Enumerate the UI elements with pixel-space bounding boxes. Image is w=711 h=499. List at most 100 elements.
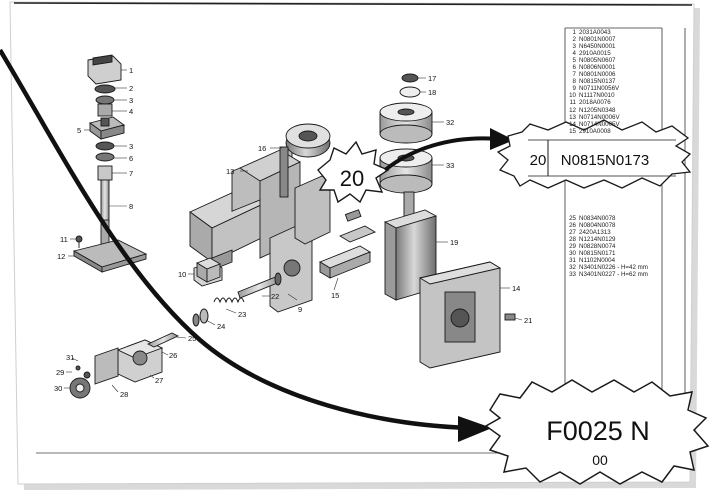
part-code: 2031A0043 bbox=[579, 29, 611, 36]
callout-10: 10 bbox=[178, 270, 186, 279]
part-code: N0834N0078 bbox=[579, 214, 616, 222]
zoom-callout-code: N0815N0173 bbox=[561, 152, 649, 169]
callout-6: 6 bbox=[129, 154, 133, 163]
callout-12: 12 bbox=[57, 252, 65, 261]
badge-number: 20 bbox=[340, 166, 364, 191]
part-code: N0815N0137 bbox=[579, 78, 616, 86]
part-code: N0804N0078 bbox=[579, 221, 616, 229]
callout-24: 24 bbox=[217, 322, 225, 331]
callout-leaders bbox=[64, 69, 523, 393]
callout-32: 32 bbox=[446, 118, 454, 127]
part-code: N0714N0006V bbox=[579, 113, 620, 121]
callout-1: 1 bbox=[129, 66, 133, 75]
part-number: 28 bbox=[569, 235, 576, 243]
part-number: 3 bbox=[572, 43, 576, 51]
part-number: 32 bbox=[569, 264, 576, 272]
part-number: 29 bbox=[569, 242, 576, 250]
part-code: N0801N0006 bbox=[579, 71, 616, 79]
callout-18: 18 bbox=[428, 88, 436, 97]
callout-5: 5 bbox=[77, 126, 81, 135]
drawing-code-line2: 00 bbox=[592, 452, 608, 468]
callout-25: 25 bbox=[188, 334, 196, 343]
part-code: N0711N0056V bbox=[579, 85, 620, 93]
part-number: 15 bbox=[569, 127, 576, 135]
drawing-code-bubble: F0025 N 00 bbox=[484, 379, 710, 485]
callout-23: 23 bbox=[238, 310, 246, 319]
part-code: N0714N0005V bbox=[579, 120, 620, 128]
part-number: 9 bbox=[572, 85, 576, 93]
part-number: 8 bbox=[572, 78, 576, 86]
callout-3a: 3 bbox=[129, 96, 133, 105]
slide-unit-assembly bbox=[189, 123, 362, 313]
callout-26: 26 bbox=[169, 351, 177, 360]
pointer-arrows bbox=[0, 48, 514, 442]
callout-33: 33 bbox=[446, 161, 454, 170]
part-number: 27 bbox=[569, 228, 576, 236]
zoom-callout-number: 20 bbox=[530, 152, 547, 169]
part-number: 33 bbox=[569, 271, 576, 279]
part-code: N0815N0171 bbox=[579, 249, 616, 257]
part-code: N1117N0010 bbox=[579, 92, 615, 100]
callout-29: 29 bbox=[56, 368, 64, 377]
part-number: 14 bbox=[569, 120, 576, 128]
zoom-callout-bubble: 20 N0815N0173 bbox=[496, 119, 692, 189]
part-number: 13 bbox=[569, 113, 576, 121]
part-code: N1214N0129 bbox=[579, 235, 616, 243]
part-number: 25 bbox=[569, 214, 576, 222]
part-number: 12 bbox=[569, 106, 576, 114]
part-code: N0801N0007 bbox=[579, 36, 616, 44]
part-code: 2018A0076 bbox=[579, 99, 611, 107]
callout-30: 30 bbox=[54, 384, 62, 393]
roller-assembly bbox=[379, 73, 516, 369]
part-code: N1205N0348 bbox=[579, 106, 616, 114]
callout-2: 2 bbox=[129, 84, 133, 93]
callout-7: 7 bbox=[129, 169, 133, 178]
part-code: N0828N0074 bbox=[579, 242, 616, 250]
arrow-to-zoom-callout bbox=[383, 136, 499, 172]
part-code: 2910A0008 bbox=[579, 127, 611, 135]
part-number: 7 bbox=[572, 71, 576, 79]
callout-4: 4 bbox=[129, 107, 133, 116]
part-number: 30 bbox=[569, 249, 576, 257]
vertical-shaft-assembly bbox=[72, 54, 148, 273]
part-number: 5 bbox=[572, 57, 576, 65]
part-code: N0805N0607 bbox=[579, 57, 616, 65]
part-number: 6 bbox=[572, 64, 576, 72]
part-code: N1102N0004 bbox=[579, 256, 616, 264]
callout-numbers: 1 2 3 4 5 3 6 7 8 11 12 10 13 16 9 22 23… bbox=[54, 66, 532, 399]
part-code: 2910A0015 bbox=[579, 50, 611, 58]
highlight-badge-20: 20 bbox=[317, 140, 390, 204]
part-10-nut-block bbox=[195, 257, 222, 283]
callout-16: 16 bbox=[258, 144, 266, 153]
part-code: 2420A1313 bbox=[579, 228, 611, 236]
motor-assembly bbox=[69, 332, 180, 399]
part-number: 31 bbox=[569, 256, 576, 264]
part-number: 4 bbox=[572, 50, 576, 58]
